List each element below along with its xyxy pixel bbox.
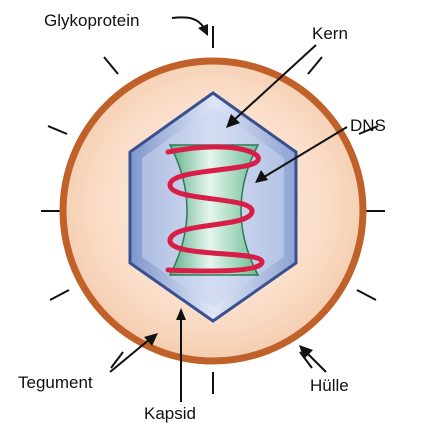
spike — [104, 57, 118, 74]
arrow-glykoprotein — [172, 17, 208, 36]
label-glykoprotein: Glykoprotein — [44, 11, 139, 30]
label-kapsid: Kapsid — [144, 404, 196, 423]
label-huelle: Hülle — [310, 376, 349, 395]
arrow-huelle — [299, 345, 326, 372]
label-dns: DNS — [350, 116, 386, 135]
spike — [50, 290, 69, 300]
spike — [357, 290, 376, 300]
label-kern: Kern — [312, 24, 348, 43]
spike — [308, 57, 322, 74]
label-tegument: Tegument — [18, 373, 93, 392]
spike — [48, 126, 67, 134]
